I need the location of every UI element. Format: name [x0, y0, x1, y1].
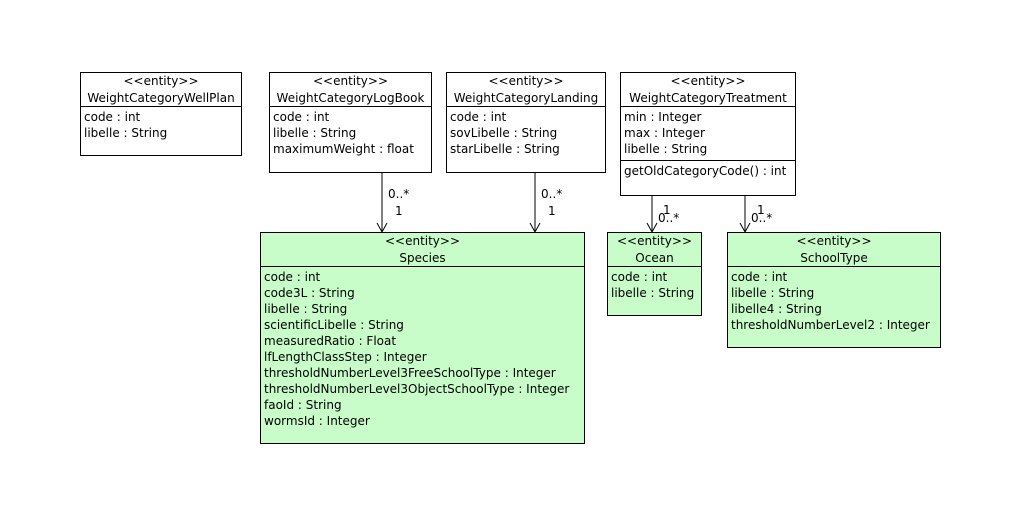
attribute-row: measuredRatio : Float: [264, 334, 397, 348]
attribute-row: code : int: [450, 110, 507, 124]
attribute-row: libelle : String: [731, 286, 815, 300]
class-stereotype: <<entity>>: [312, 74, 389, 88]
attribute-row: maximumWeight : float: [273, 142, 414, 156]
attribute-row: code : int: [731, 270, 788, 284]
association-landing-species[interactable]: 0..* 1: [529, 173, 562, 234]
attribute-row: libelle : String: [264, 302, 348, 316]
class-species[interactable]: <<entity>> Species code : int code3L : Stri…: [260, 232, 585, 444]
attributes-section: min : Integer max : Integer libelle : Stri…: [621, 106, 795, 160]
attribute-row: code : int: [611, 270, 668, 284]
attribute-row: code : int: [273, 110, 330, 124]
method-row: getOldCategoryCode() : int: [624, 164, 787, 178]
attribute-row: sovLibelle : String: [450, 126, 558, 140]
attribute-row: libelle : String: [624, 142, 708, 156]
attribute-row: starLibelle : String: [450, 142, 560, 156]
target-multiplicity: 1: [395, 204, 403, 218]
attributes-section: code : int libelle : String maximumWeight …: [270, 106, 431, 160]
class-header: <<entity>> SchoolType: [728, 233, 940, 266]
class-header: <<entity>> WeightCategoryLogBook: [270, 73, 431, 106]
attribute-row: lfLengthClassStep : Integer: [264, 350, 427, 364]
class-header: <<entity>> WeightCategoryTreatment: [621, 73, 795, 106]
class-name: WeightCategoryLanding: [453, 91, 599, 105]
class-name: WeightCategoryTreatment: [629, 91, 787, 105]
class-name: WeightCategoryLogBook: [276, 91, 425, 105]
attributes-section: code : int libelle : String: [608, 266, 701, 304]
class-stereotype: <<entity>>: [796, 234, 872, 248]
source-multiplicity: 0..*: [751, 211, 772, 225]
source-multiplicity: 0..*: [658, 211, 679, 225]
attributes-section: code : int code3L : String libelle : Strin…: [261, 266, 584, 432]
attribute-row: wormsId : Integer: [264, 414, 370, 428]
target-multiplicity: 1: [757, 203, 765, 217]
attribute-row: max : Integer: [624, 126, 705, 140]
attribute-row: code3L : String: [264, 286, 355, 300]
attribute-row: min : Integer: [624, 110, 702, 124]
class-name: SchoolType: [800, 251, 868, 265]
attribute-row: code : int: [264, 270, 321, 284]
attribute-row: libelle : String: [84, 126, 168, 140]
attribute-row: thresholdNumberLevel2 : Integer: [731, 318, 930, 332]
class-stereotype: <<entity>>: [384, 234, 461, 248]
attribute-row: libelle : String: [273, 126, 357, 140]
class-stereotype: <<entity>>: [123, 74, 199, 88]
association-treatment-ocean[interactable]: 0..* 1: [646, 196, 679, 234]
attribute-row: thresholdNumberLevel3FreeSchoolType : In…: [264, 366, 556, 380]
attribute-row: libelle : String: [611, 286, 695, 300]
attributes-section: code : int libelle : String: [81, 106, 241, 144]
class-stereotype: <<entity>>: [488, 74, 564, 88]
source-multiplicity: 0..*: [388, 187, 409, 201]
attribute-row: libelle4 : String: [731, 302, 822, 316]
attribute-row: scientificLibelle : String: [264, 318, 404, 332]
class-header: <<entity>> Species: [261, 233, 584, 266]
attributes-section: code : int libelle : String libelle4 : Str…: [728, 266, 940, 336]
class-name: WeightCategoryWellPlan: [87, 91, 235, 105]
class-header: <<entity>> Ocean: [608, 233, 701, 266]
target-multiplicity: 1: [663, 203, 671, 217]
class-stereotype: <<entity>>: [616, 234, 693, 248]
class-stereotype: <<entity>>: [670, 74, 746, 88]
class-school-type[interactable]: <<entity>> SchoolType code : int libelle : …: [727, 232, 941, 348]
methods-section: getOldCategoryCode() : int: [621, 160, 795, 182]
class-header: <<entity>> WeightCategoryWellPlan: [81, 73, 241, 106]
attribute-row: code : int: [84, 110, 141, 124]
association-logbook-species[interactable]: 0..* 1: [376, 173, 409, 234]
source-multiplicity: 0..*: [541, 187, 562, 201]
attribute-row: faoId : String: [264, 398, 342, 412]
class-name: Ocean: [635, 251, 674, 265]
target-multiplicity: 1: [548, 204, 556, 218]
class-name: Species: [399, 251, 446, 265]
attributes-section: code : int sovLibelle : String starLibelle…: [447, 106, 605, 160]
attribute-row: thresholdNumberLevel3ObjectSchoolType : …: [264, 382, 570, 396]
association-treatment-schooltype[interactable]: 0..* 1: [739, 196, 772, 234]
class-header: <<entity>> WeightCategoryLanding: [447, 73, 605, 106]
class-ocean[interactable]: <<entity>> Ocean code : int libelle : Strin…: [607, 232, 702, 316]
